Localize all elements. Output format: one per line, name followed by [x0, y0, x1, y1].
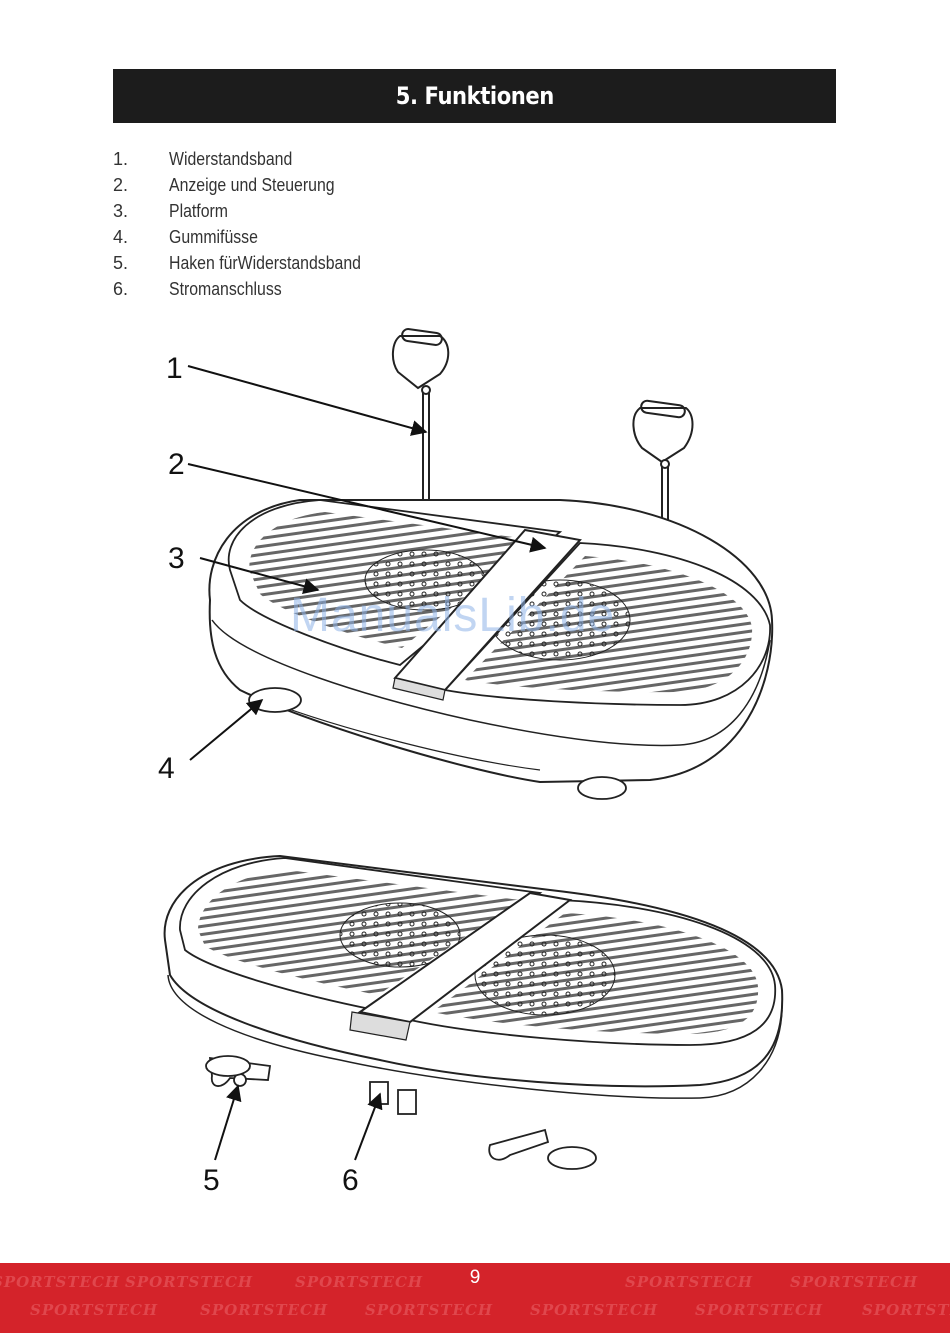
- brand-logo: SPORTSTECH: [530, 1301, 658, 1319]
- brand-logo: SPORTSTECH: [200, 1301, 328, 1319]
- band-hook: [489, 1130, 548, 1160]
- callout-2: 2: [168, 448, 185, 481]
- brand-logo: SPORTSTECH: [30, 1301, 158, 1319]
- page-number: 9: [0, 1267, 950, 1289]
- vibration-plate-top: 1 2 3 4: [158, 328, 772, 799]
- brand-logo: SPORTSTECH: [695, 1301, 823, 1319]
- rubber-foot: [249, 688, 301, 712]
- vibration-plate-bottom: 5 6: [165, 856, 783, 1197]
- brand-logo: SPORTSTECH: [365, 1301, 493, 1319]
- rubber-foot: [578, 777, 626, 799]
- rubber-foot: [548, 1147, 596, 1169]
- callout-6: 6: [342, 1164, 359, 1197]
- callout-1: 1: [166, 352, 183, 385]
- callout-5: 5: [203, 1164, 220, 1197]
- callout-3: 3: [168, 542, 185, 575]
- watermark: ManualsLib.de: [290, 588, 615, 643]
- resistance-band-left: [393, 328, 448, 505]
- callout-4: 4: [158, 752, 175, 785]
- brand-logo: SPORTSTECH: [862, 1301, 950, 1319]
- power-socket: [370, 1082, 416, 1114]
- rubber-foot: [206, 1056, 250, 1076]
